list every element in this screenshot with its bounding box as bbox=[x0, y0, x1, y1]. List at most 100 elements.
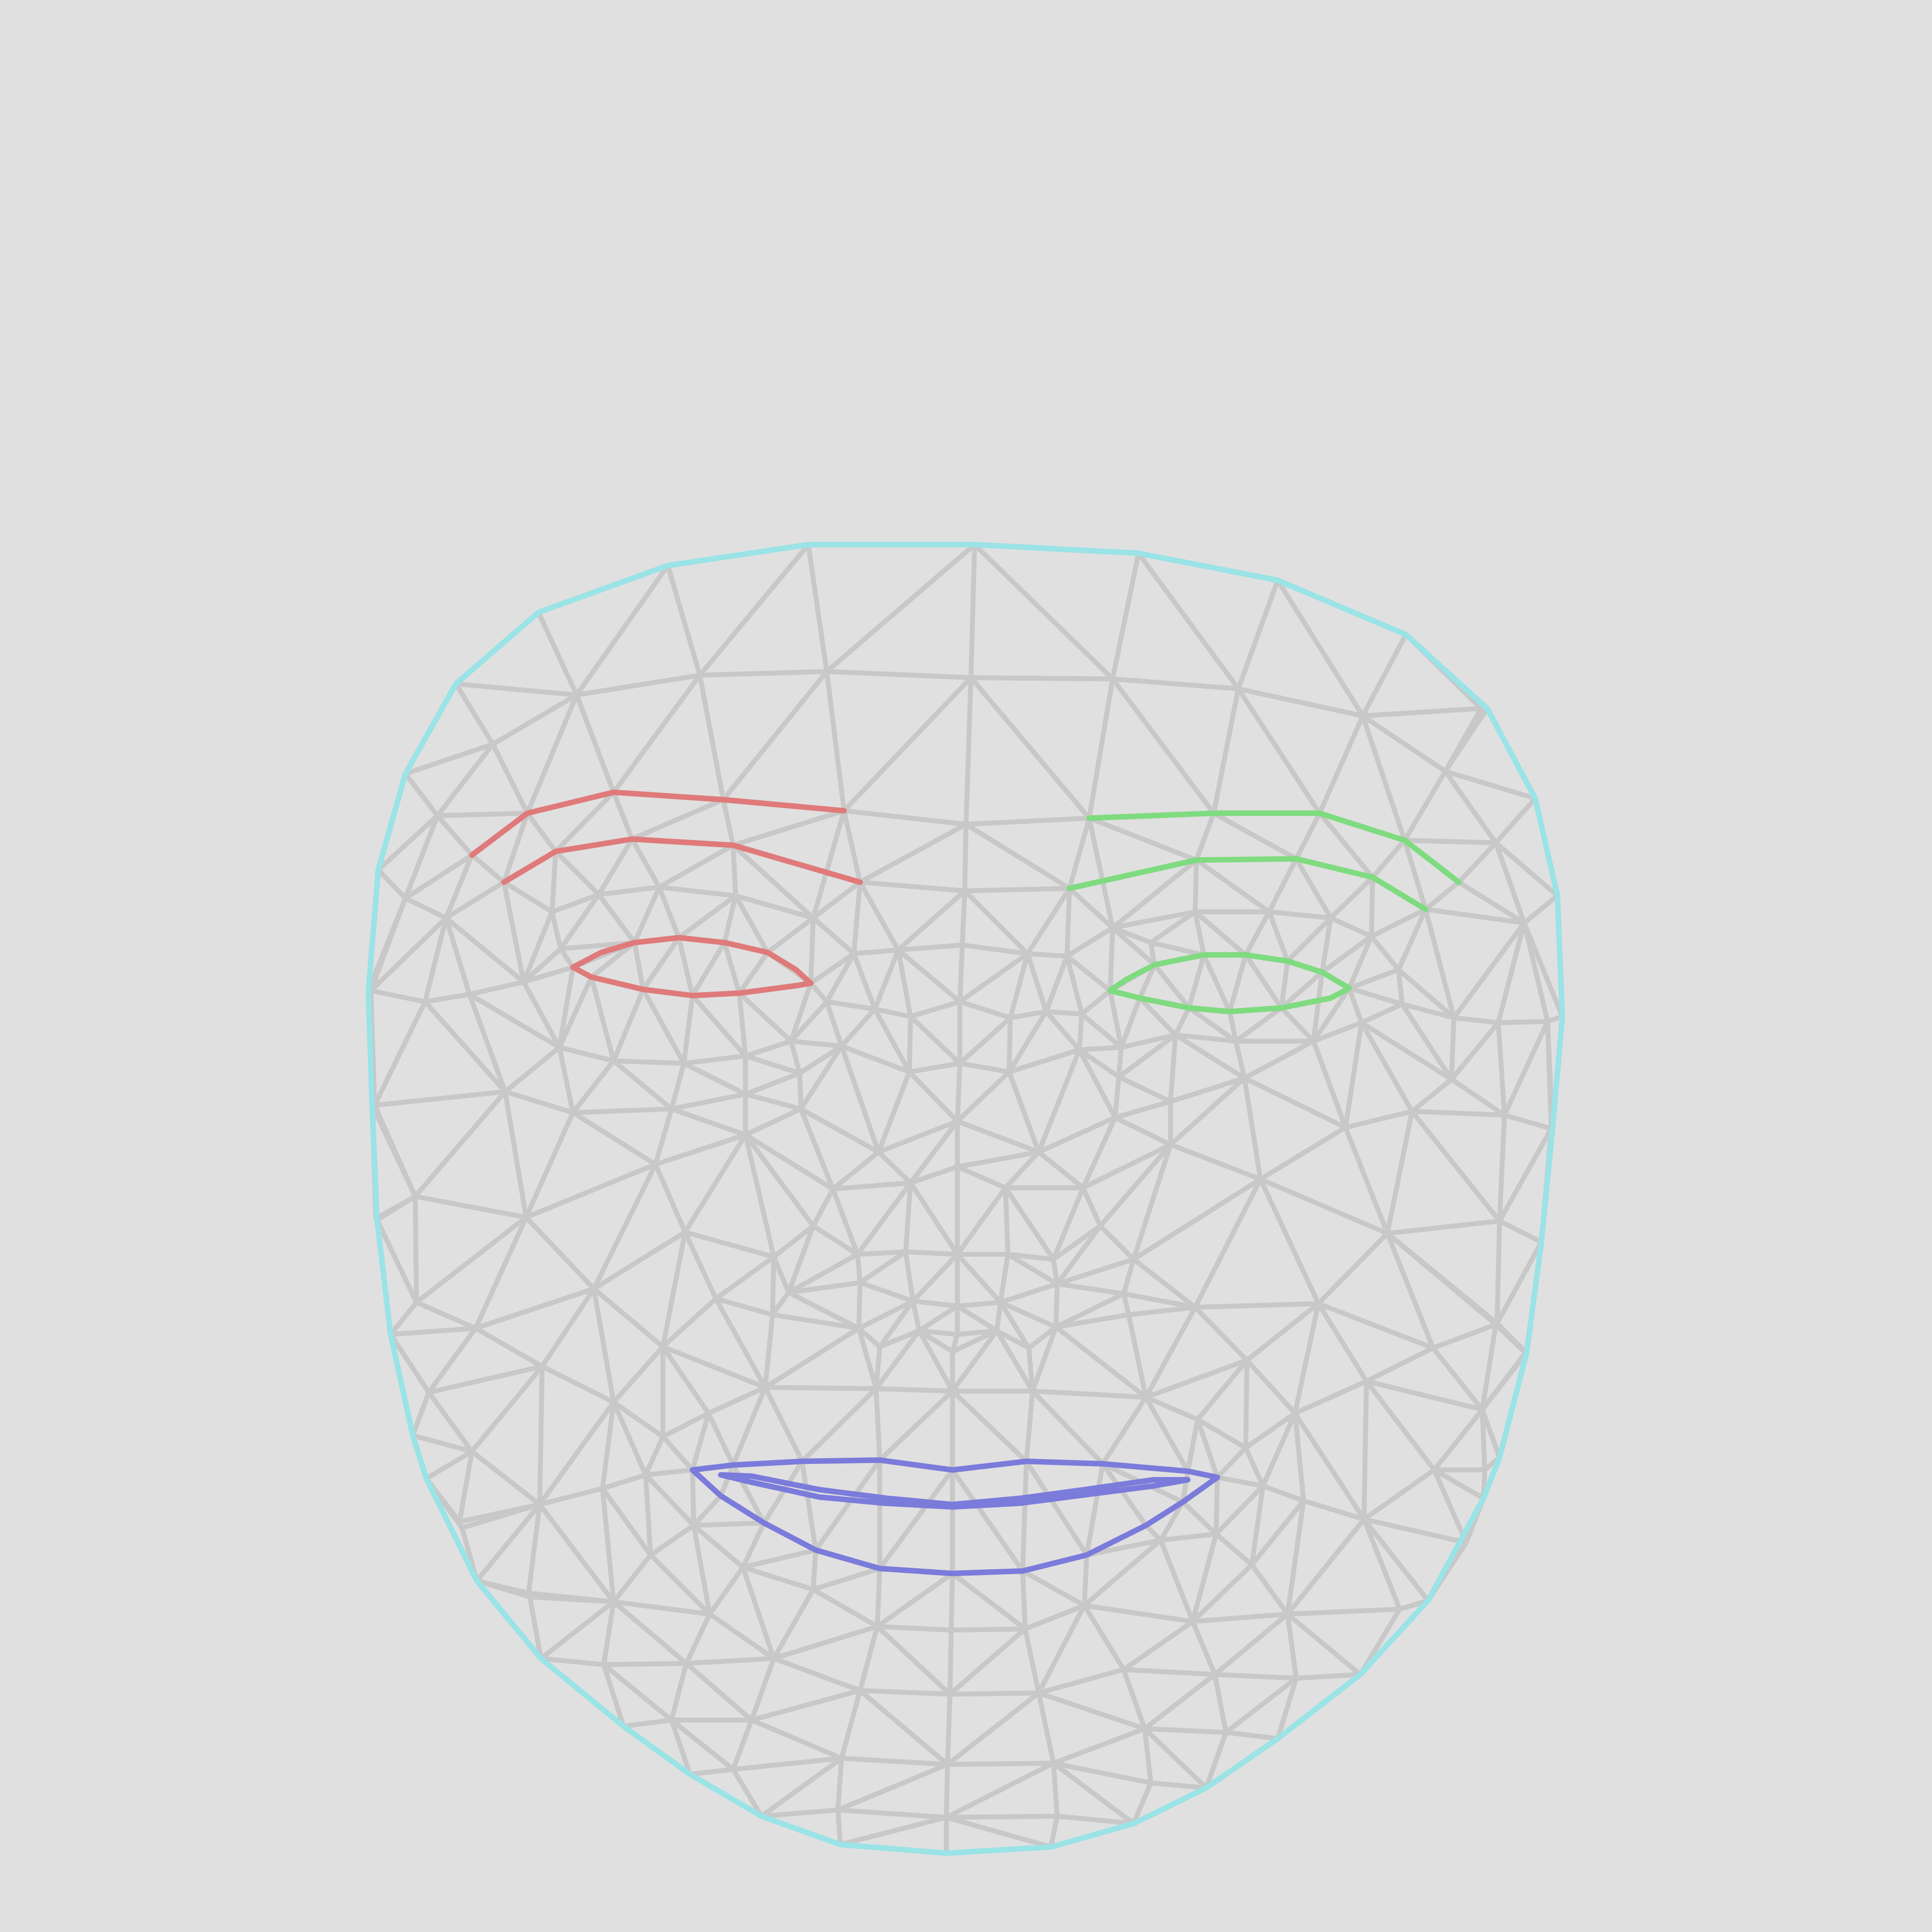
mesh-edge bbox=[917, 1329, 955, 1392]
mesh-edge bbox=[372, 1000, 427, 1107]
mesh-edge bbox=[414, 1194, 527, 1220]
mesh-edge bbox=[1111, 926, 1156, 967]
mesh-edge bbox=[955, 1252, 1003, 1304]
mesh-edge bbox=[810, 810, 847, 919]
mesh-edge bbox=[1008, 1251, 1054, 1262]
mesh-edge bbox=[1119, 997, 1142, 1049]
mesh-edge bbox=[603, 1661, 686, 1667]
mesh-edge bbox=[521, 910, 554, 983]
mesh-edge bbox=[1082, 1538, 1163, 1607]
mesh-edge bbox=[1293, 1303, 1321, 1414]
mesh-edge bbox=[524, 1215, 596, 1291]
mesh-edge bbox=[744, 1071, 801, 1097]
mesh-edge bbox=[1480, 1408, 1502, 1459]
mesh-edge bbox=[1037, 1115, 1116, 1154]
mesh-edge bbox=[1169, 1076, 1246, 1147]
mesh-edge bbox=[1320, 917, 1334, 973]
mesh-edge bbox=[763, 1314, 775, 1388]
mesh-edge bbox=[435, 814, 474, 857]
mesh-edge bbox=[1067, 886, 1115, 930]
mesh-edge bbox=[665, 565, 702, 676]
mesh-edge bbox=[855, 1181, 913, 1256]
mesh-edge bbox=[1312, 1020, 1363, 1044]
mesh-edge bbox=[1111, 925, 1152, 945]
mesh-edge bbox=[1020, 1571, 1028, 1629]
mesh-edge bbox=[1250, 1499, 1306, 1567]
mesh-edge bbox=[731, 1719, 754, 1771]
mesh-edge bbox=[662, 1411, 710, 1439]
mesh-edge bbox=[1150, 940, 1205, 958]
mesh-edge bbox=[1294, 812, 1322, 860]
mesh-edge bbox=[677, 894, 737, 940]
mesh-edge bbox=[949, 1573, 955, 1631]
mesh-edge bbox=[1087, 817, 1115, 928]
mesh-edge bbox=[1495, 1023, 1507, 1116]
mesh-edge bbox=[773, 1656, 861, 1693]
mesh-edge bbox=[788, 1280, 861, 1295]
mesh-edge bbox=[1259, 1125, 1347, 1181]
mesh-edge bbox=[689, 1767, 734, 1777]
mesh-edge bbox=[874, 1329, 922, 1391]
mesh-edge bbox=[1193, 860, 1199, 912]
mesh-edge bbox=[946, 1814, 1057, 1820]
mesh-edge bbox=[1145, 1395, 1199, 1422]
mesh-edge bbox=[698, 543, 810, 677]
mesh-edge bbox=[661, 1296, 718, 1349]
left-eye-contour bbox=[1107, 952, 1352, 1015]
mesh-edge bbox=[965, 886, 1070, 894]
mesh-edge bbox=[839, 1690, 863, 1759]
mesh-edge bbox=[1317, 715, 1365, 814]
mesh-edge bbox=[951, 1626, 1025, 1633]
mesh-edge bbox=[1234, 1006, 1283, 1043]
mesh-edge bbox=[1137, 964, 1157, 999]
mesh-edge bbox=[524, 1111, 575, 1219]
mesh-edge bbox=[722, 895, 738, 943]
mesh-edge bbox=[770, 1291, 791, 1316]
mesh-edge bbox=[690, 941, 727, 997]
mesh-edge bbox=[475, 1503, 542, 1583]
mesh-edge bbox=[714, 1254, 776, 1301]
mesh-edge bbox=[1087, 678, 1115, 819]
mesh-edge bbox=[1287, 1606, 1400, 1617]
mesh-edge bbox=[732, 808, 845, 848]
mesh-edge bbox=[601, 1663, 626, 1727]
mesh-edge bbox=[1193, 1178, 1263, 1308]
mesh-edge bbox=[706, 1412, 736, 1466]
mesh-edge bbox=[1143, 1672, 1217, 1731]
face-mesh-tessellation bbox=[366, 542, 1565, 1856]
mesh-edge bbox=[876, 1571, 954, 1629]
mesh-edge bbox=[1008, 953, 1030, 1019]
mesh-edge bbox=[444, 880, 506, 920]
mesh-edge bbox=[1024, 1460, 1089, 1557]
mesh-edge bbox=[878, 1119, 958, 1154]
mesh-edge bbox=[694, 1520, 764, 1528]
mesh-edge bbox=[1236, 579, 1280, 690]
mesh-edge bbox=[1243, 1447, 1265, 1487]
mesh-edge bbox=[1317, 1301, 1434, 1350]
mesh-edge bbox=[425, 992, 470, 1005]
mesh-edge bbox=[662, 1344, 767, 1390]
mesh-edge bbox=[630, 838, 662, 889]
mesh-edge bbox=[824, 671, 847, 811]
mesh-edge bbox=[592, 1230, 687, 1291]
mesh-edge bbox=[950, 1690, 1039, 1697]
mesh-edge bbox=[612, 1400, 665, 1439]
mesh-edge bbox=[1479, 1409, 1488, 1470]
mesh-edge bbox=[632, 886, 662, 944]
mesh-edge bbox=[681, 995, 695, 1064]
mesh-edge bbox=[772, 1224, 815, 1259]
mesh-edge bbox=[558, 893, 601, 951]
mesh-edge bbox=[1195, 1301, 1319, 1310]
mesh-edge bbox=[1128, 1305, 1196, 1318]
mesh-edge bbox=[945, 1694, 952, 1765]
mesh-edge bbox=[521, 980, 562, 1049]
mesh-edge bbox=[671, 1092, 746, 1111]
mesh-edge bbox=[957, 1150, 1039, 1169]
mesh-edge bbox=[404, 896, 447, 921]
mesh-edge bbox=[733, 895, 770, 954]
mesh-edge bbox=[574, 694, 616, 794]
mesh-edge bbox=[1385, 1232, 1435, 1349]
mesh-edge bbox=[1108, 990, 1124, 1048]
mesh-edge bbox=[454, 682, 495, 746]
